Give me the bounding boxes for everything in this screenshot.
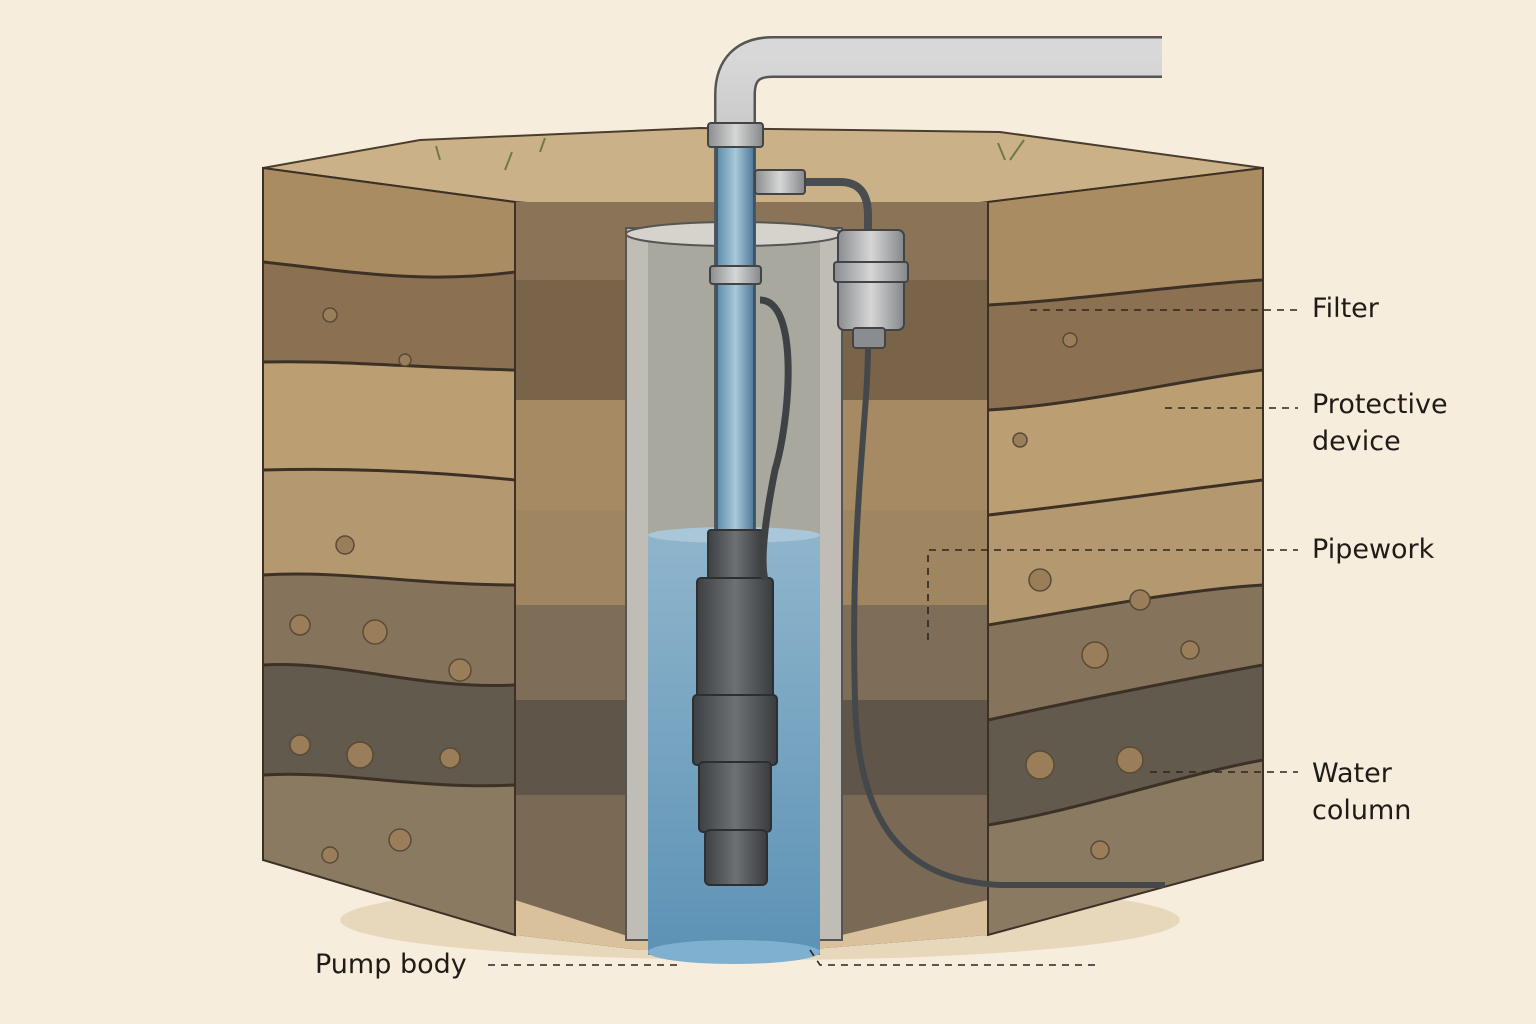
power-cable xyxy=(759,296,792,581)
label-pipework: Pipework xyxy=(1312,534,1435,565)
label-pump-body: Pump body xyxy=(315,949,467,980)
grass-tufts xyxy=(435,137,1025,171)
label-water-column: Water column xyxy=(1312,755,1411,829)
pipework xyxy=(707,36,1162,581)
label-protective-line1: Protective xyxy=(1312,389,1448,420)
leader-lines xyxy=(488,309,1298,966)
filter-unit xyxy=(833,229,909,349)
label-water-line2: column xyxy=(1312,795,1412,826)
label-water-line1: Water xyxy=(1312,758,1392,789)
soil-block-left xyxy=(263,168,515,935)
cable xyxy=(851,344,1165,888)
label-protective-line2: device xyxy=(1312,426,1401,457)
pump-body xyxy=(692,577,778,886)
label-filter: Filter xyxy=(1312,293,1379,324)
sensor-tube xyxy=(760,178,872,230)
label-protective-device: Protective device xyxy=(1312,386,1448,460)
soil-block-right xyxy=(988,168,1263,935)
